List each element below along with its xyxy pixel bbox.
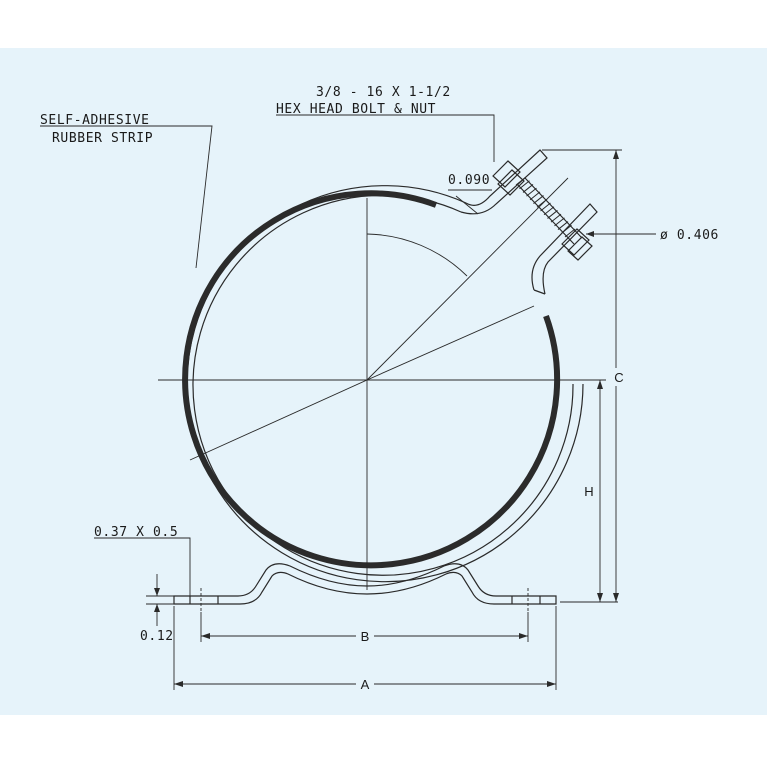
bolt-head xyxy=(492,160,521,188)
hex-nut xyxy=(561,228,590,256)
rubber-strip xyxy=(182,190,561,569)
rubber-strip-leader xyxy=(40,125,213,269)
dim-c-gap xyxy=(606,368,624,386)
thk-arrows xyxy=(154,588,160,612)
lower-ear-joint xyxy=(533,289,546,295)
upper-ear-plate xyxy=(460,149,548,215)
lower-ear-plate xyxy=(531,203,598,295)
bolt-head-face xyxy=(497,169,525,196)
angle-arc xyxy=(366,233,468,277)
upper-ear xyxy=(460,149,548,215)
thread-tick xyxy=(515,176,527,186)
lower-ear xyxy=(531,203,598,295)
dimensions: A B H C xyxy=(146,149,624,692)
bolt-leader xyxy=(276,114,495,162)
thread-tick xyxy=(564,228,576,238)
thread-tick xyxy=(543,206,555,216)
dim-b-gap xyxy=(356,628,374,644)
thread-tick xyxy=(533,195,544,204)
slot-leader xyxy=(94,537,191,598)
dim-b-label: B xyxy=(361,629,370,644)
clamp-band xyxy=(182,185,584,583)
bolt-threads xyxy=(515,176,576,238)
thread-tick xyxy=(526,187,537,197)
dim-h-label: H xyxy=(584,484,593,499)
rubber-strip-label-1: SELF-ADHESIVE xyxy=(40,113,150,128)
hole-dia-arrow xyxy=(586,231,594,237)
thread-tick xyxy=(550,213,562,223)
thickness-label: 0.090 xyxy=(448,173,490,188)
thread-tick xyxy=(561,224,572,234)
hex-bolt xyxy=(492,160,593,261)
callouts: SELF-ADHESIVE RUBBER STRIP 3/8 - 16 X 1-… xyxy=(40,85,719,644)
base-saddle xyxy=(173,563,557,612)
thread-tick xyxy=(554,217,565,227)
dim-a-label: A xyxy=(361,677,370,692)
drawing-background xyxy=(0,48,767,715)
base-thk-label: 0.12 xyxy=(140,629,174,644)
center-lines xyxy=(158,177,583,590)
thread-tick xyxy=(522,184,534,193)
thread-tick xyxy=(529,191,541,201)
bolt-axis-line xyxy=(366,177,569,381)
thread-tick xyxy=(557,221,569,230)
hex-nut-face xyxy=(567,236,593,261)
dim-c-label: C xyxy=(614,370,623,385)
hole-dia-label: ø 0.406 xyxy=(660,228,719,243)
thread-tick xyxy=(519,180,530,190)
base-plate xyxy=(173,563,557,605)
bolt-label-1: 3/8 - 16 X 1-1/2 xyxy=(316,85,451,100)
bolt-label-2: HEX HEAD BOLT & NUT xyxy=(276,102,436,117)
slot-label: 0.37 X 0.5 xyxy=(94,525,178,540)
thickness-leader xyxy=(448,189,492,215)
thread-tick xyxy=(540,202,551,212)
dim-h-gap xyxy=(580,482,598,500)
opposite-angle-line xyxy=(189,379,368,461)
thread-tick xyxy=(547,210,558,219)
lower-angle-line xyxy=(366,305,535,381)
dim-a-gap xyxy=(356,676,374,692)
rubber-strip-label-2: RUBBER STRIP xyxy=(52,131,153,146)
